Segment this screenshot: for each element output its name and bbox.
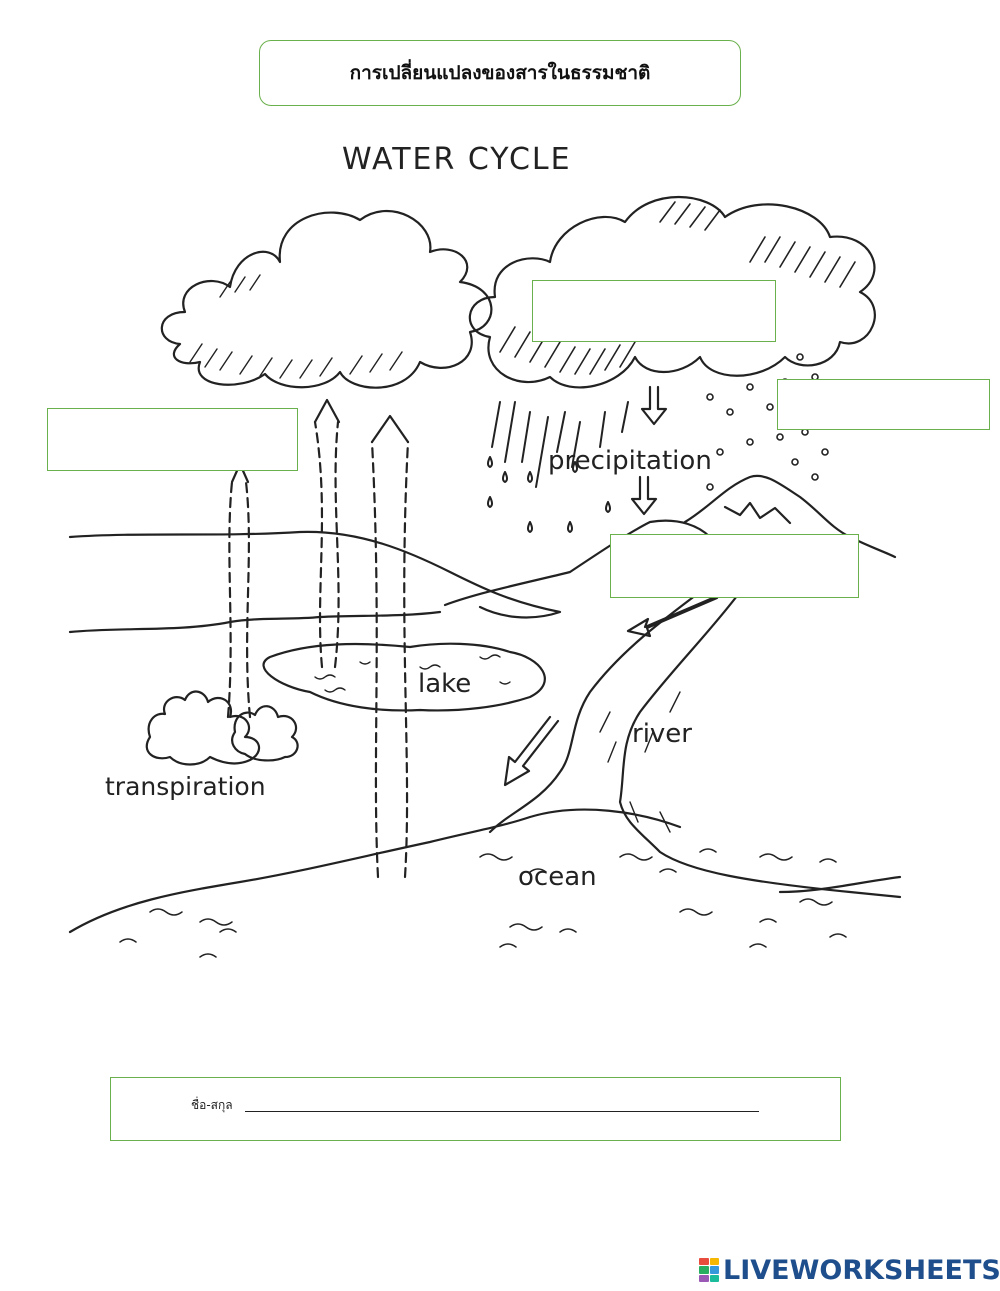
liveworksheets-wordmark: LIVEWORKSHEETS bbox=[723, 1254, 1000, 1286]
water-cycle-diagram: WATER CYCLE precipitation lake river tra… bbox=[60, 112, 905, 980]
ocean-label: ocean bbox=[518, 862, 597, 892]
hill-line bbox=[68, 530, 562, 619]
transpiration-label: transpiration bbox=[105, 772, 266, 801]
answer-box-runoff[interactable] bbox=[610, 534, 859, 598]
liveworksheets-logo-icon bbox=[699, 1258, 719, 1282]
lake-label: lake bbox=[418, 669, 471, 699]
left-cloud bbox=[160, 209, 493, 389]
river-banks bbox=[488, 590, 702, 834]
right-cloud bbox=[468, 195, 876, 389]
mountain bbox=[683, 474, 852, 539]
page-title: การเปลี่ยนแปลงของสารในธรรมชาติ bbox=[349, 62, 651, 84]
page-title-box: การเปลี่ยนแปลงของสารในธรรมชาติ bbox=[259, 40, 741, 106]
precipitation-arrow-2 bbox=[630, 475, 658, 516]
answer-box-cloud[interactable] bbox=[532, 280, 776, 342]
answer-box-evaporation[interactable] bbox=[47, 408, 298, 471]
answer-input-runoff[interactable] bbox=[611, 535, 858, 597]
runoff-arrow-1 bbox=[626, 595, 719, 638]
student-name-line[interactable] bbox=[245, 1111, 759, 1112]
answer-box-snow[interactable] bbox=[777, 379, 990, 430]
precipitation-arrow-1 bbox=[640, 385, 668, 426]
lake-outline bbox=[262, 642, 546, 712]
rain-drops bbox=[487, 401, 629, 533]
precipitation-label: precipitation bbox=[548, 446, 712, 476]
shoreline bbox=[68, 808, 682, 934]
answer-input-evaporation[interactable] bbox=[48, 409, 297, 470]
ocean-waves bbox=[119, 848, 847, 958]
student-name-label: ชื่อ-สกุล bbox=[191, 1098, 233, 1112]
diagram-heading: WATER CYCLE bbox=[342, 142, 572, 177]
bushes bbox=[145, 690, 261, 766]
answer-input-cloud[interactable] bbox=[533, 281, 775, 341]
evaporation-arrows bbox=[226, 420, 410, 879]
liveworksheets-brand: LIVEWORKSHEETS bbox=[699, 1254, 1000, 1286]
answer-input-snow[interactable] bbox=[778, 380, 989, 429]
water-cycle-illustration: WATER CYCLE precipitation lake river tra… bbox=[68, 142, 902, 958]
river-label: river bbox=[632, 719, 692, 749]
runoff-arrow-2 bbox=[503, 715, 560, 787]
student-name-box: ชื่อ-สกุล bbox=[110, 1077, 841, 1141]
